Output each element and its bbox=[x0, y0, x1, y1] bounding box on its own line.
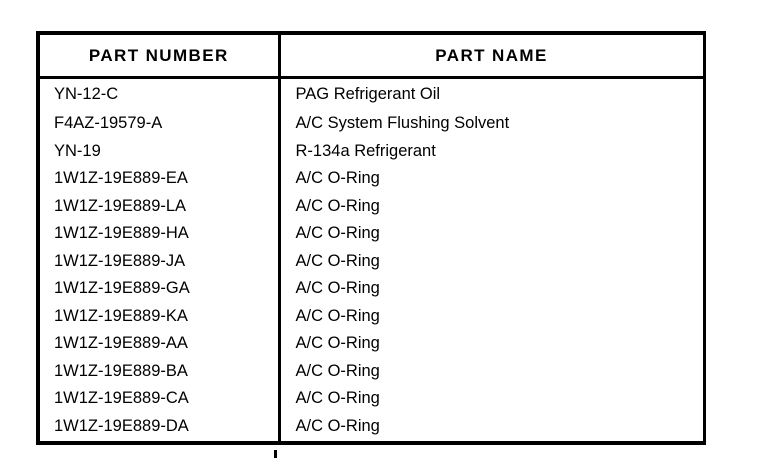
cell-part-number: 1W1Z-19E889-KA bbox=[38, 302, 281, 330]
column-header-part-name: PART NAME bbox=[279, 33, 704, 79]
cell-part-name: A/C O-Ring bbox=[295, 306, 380, 325]
cell-part-name: A/C O-Ring bbox=[295, 224, 380, 242]
table-row: 1W1Z-19E889-LA A/C O-Ring bbox=[38, 192, 704, 220]
table-row: YN-12-C PAG Refrigerant Oil bbox=[38, 77, 704, 110]
table-row: 1W1Z-19E889-CA A/C O-Ring bbox=[38, 385, 704, 413]
cell-part-number: 1W1Z-19E889-JA bbox=[38, 247, 281, 275]
cell-part-number: 1W1Z-19E889-LA bbox=[38, 192, 281, 220]
cell-part-name: A/C System Flushing Solvent bbox=[295, 114, 510, 132]
cell-part-name: PAG Refrigerant Oil bbox=[295, 85, 441, 103]
cell-part-number: YN-12-C bbox=[38, 77, 281, 110]
table-row: 1W1Z-19E889-EA A/C O-Ring bbox=[38, 165, 704, 193]
cell-part-number: 1W1Z-19E889-CA bbox=[38, 385, 281, 413]
table-row: F4AZ-19579-A A/C System Flushing Solvent bbox=[38, 110, 704, 138]
cell-part-number: 1W1Z-19E889-GA bbox=[38, 275, 281, 303]
cell-part-name: A/C O-Ring bbox=[295, 361, 380, 380]
cell-part-name: A/C O-Ring bbox=[295, 279, 380, 297]
table-row: 1W1Z-19E889-JA A/C O-Ring bbox=[38, 247, 704, 275]
cell-part-name: A/C O-Ring bbox=[295, 334, 380, 352]
cell-part-number: 1W1Z-19E889-AA bbox=[38, 330, 281, 358]
header-row: PART NUMBER PART NAME bbox=[38, 33, 704, 79]
table-row: 1W1Z-19E889-HA A/C O-Ring bbox=[38, 220, 704, 248]
cell-part-name: R-134a Refrigerant bbox=[295, 141, 436, 160]
table-header: PART NUMBER PART NAME bbox=[38, 33, 704, 79]
cell-part-number: 1W1Z-19E889-BA bbox=[38, 357, 281, 385]
parts-table: PART NUMBER PART NAME YN-12-C PAG Refrig… bbox=[36, 31, 706, 445]
cell-part-number: 1W1Z-19E889-DA bbox=[38, 412, 281, 443]
table-row: 1W1Z-19E889-GA A/C O-Ring bbox=[38, 275, 704, 303]
cell-part-number: YN-19 bbox=[38, 137, 281, 165]
column-header-part-number: PART NUMBER bbox=[38, 33, 281, 79]
cell-part-name: A/C O-Ring bbox=[295, 196, 380, 215]
table-row: 1W1Z-19E889-AA A/C O-Ring bbox=[38, 330, 704, 358]
table-row: YN-19 R-134a Refrigerant bbox=[38, 137, 704, 165]
cell-part-name: A/C O-Ring bbox=[295, 169, 380, 187]
cell-part-name: A/C O-Ring bbox=[295, 251, 380, 270]
cell-part-number: 1W1Z-19E889-HA bbox=[38, 220, 281, 248]
table-row: 1W1Z-19E889-KA A/C O-Ring bbox=[38, 302, 704, 330]
table-row: 1W1Z-19E889-DA A/C O-Ring bbox=[38, 412, 704, 443]
cell-part-name: A/C O-Ring bbox=[295, 389, 380, 407]
cell-part-number: F4AZ-19579-A bbox=[38, 110, 281, 138]
table-row: 1W1Z-19E889-BA A/C O-Ring bbox=[38, 357, 704, 385]
cell-part-number: 1W1Z-19E889-EA bbox=[38, 165, 281, 193]
table-body: YN-12-C PAG Refrigerant Oil F4AZ-19579-A… bbox=[38, 77, 704, 443]
column-divider-artifact bbox=[274, 450, 277, 458]
cell-part-name: A/C O-Ring bbox=[295, 416, 380, 435]
